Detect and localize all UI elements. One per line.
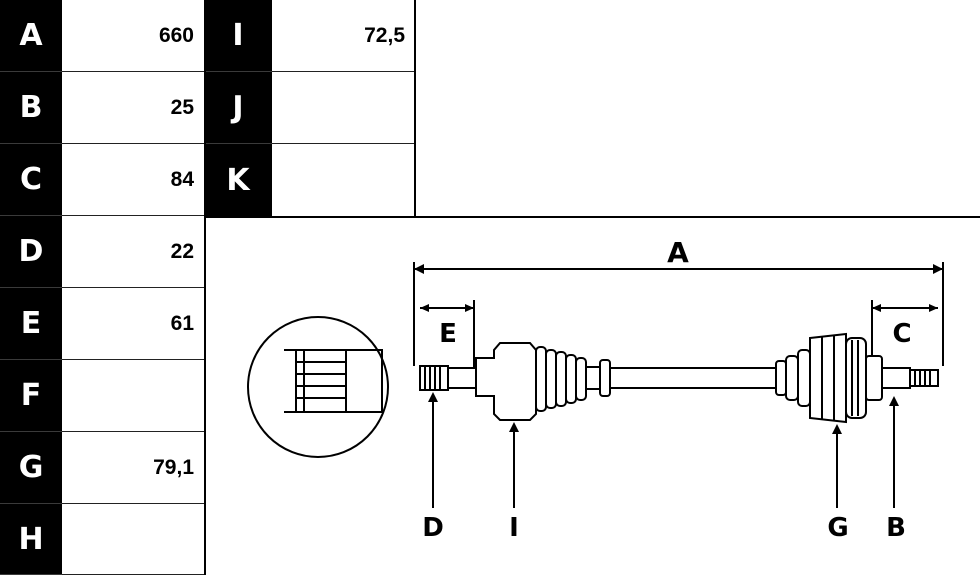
row-h-letter: H: [0, 504, 62, 575]
row-d-value: 22: [62, 216, 204, 288]
table-right-border: [204, 0, 206, 575]
driveshaft: [419, 332, 939, 424]
row-a-letter: A: [0, 0, 62, 72]
callout-b: [889, 396, 899, 508]
row-i-letter: I: [204, 0, 272, 72]
diagram-top-border: [204, 216, 980, 218]
callout-d: [428, 392, 438, 508]
dimension-e: [420, 300, 475, 368]
row-f-value: [62, 360, 204, 432]
label-b: B: [886, 513, 906, 543]
row-b-value: 25: [62, 72, 204, 144]
info-panel-left-border: [414, 0, 416, 218]
row-j-letter: J: [204, 72, 272, 144]
label-c: C: [892, 319, 911, 349]
label-e: E: [439, 319, 457, 349]
row-c-value: 84: [62, 144, 204, 216]
row-j-value: [272, 72, 415, 144]
spline-detail-inset: [247, 316, 389, 458]
row-i-value: 72,5: [272, 0, 415, 72]
label-i: I: [509, 513, 519, 543]
row-b-letter: B: [0, 72, 62, 144]
row-g-letter: G: [0, 432, 62, 504]
row-h-value: [62, 504, 204, 575]
row-a-value: 660: [62, 0, 204, 72]
row-g-value: 79,1: [62, 432, 204, 504]
row-e-value: 61: [62, 288, 204, 360]
row-e-letter: E: [0, 288, 62, 360]
label-g: G: [827, 513, 848, 543]
row-k-letter: K: [204, 144, 272, 217]
callout-i: [509, 422, 519, 508]
label-a: A: [667, 236, 689, 269]
dimension-a: [413, 262, 944, 366]
callout-g: [832, 424, 842, 508]
label-d: D: [422, 513, 444, 543]
row-c-letter: C: [0, 144, 62, 216]
row-d-letter: D: [0, 216, 62, 288]
row-f-letter: F: [0, 360, 62, 432]
